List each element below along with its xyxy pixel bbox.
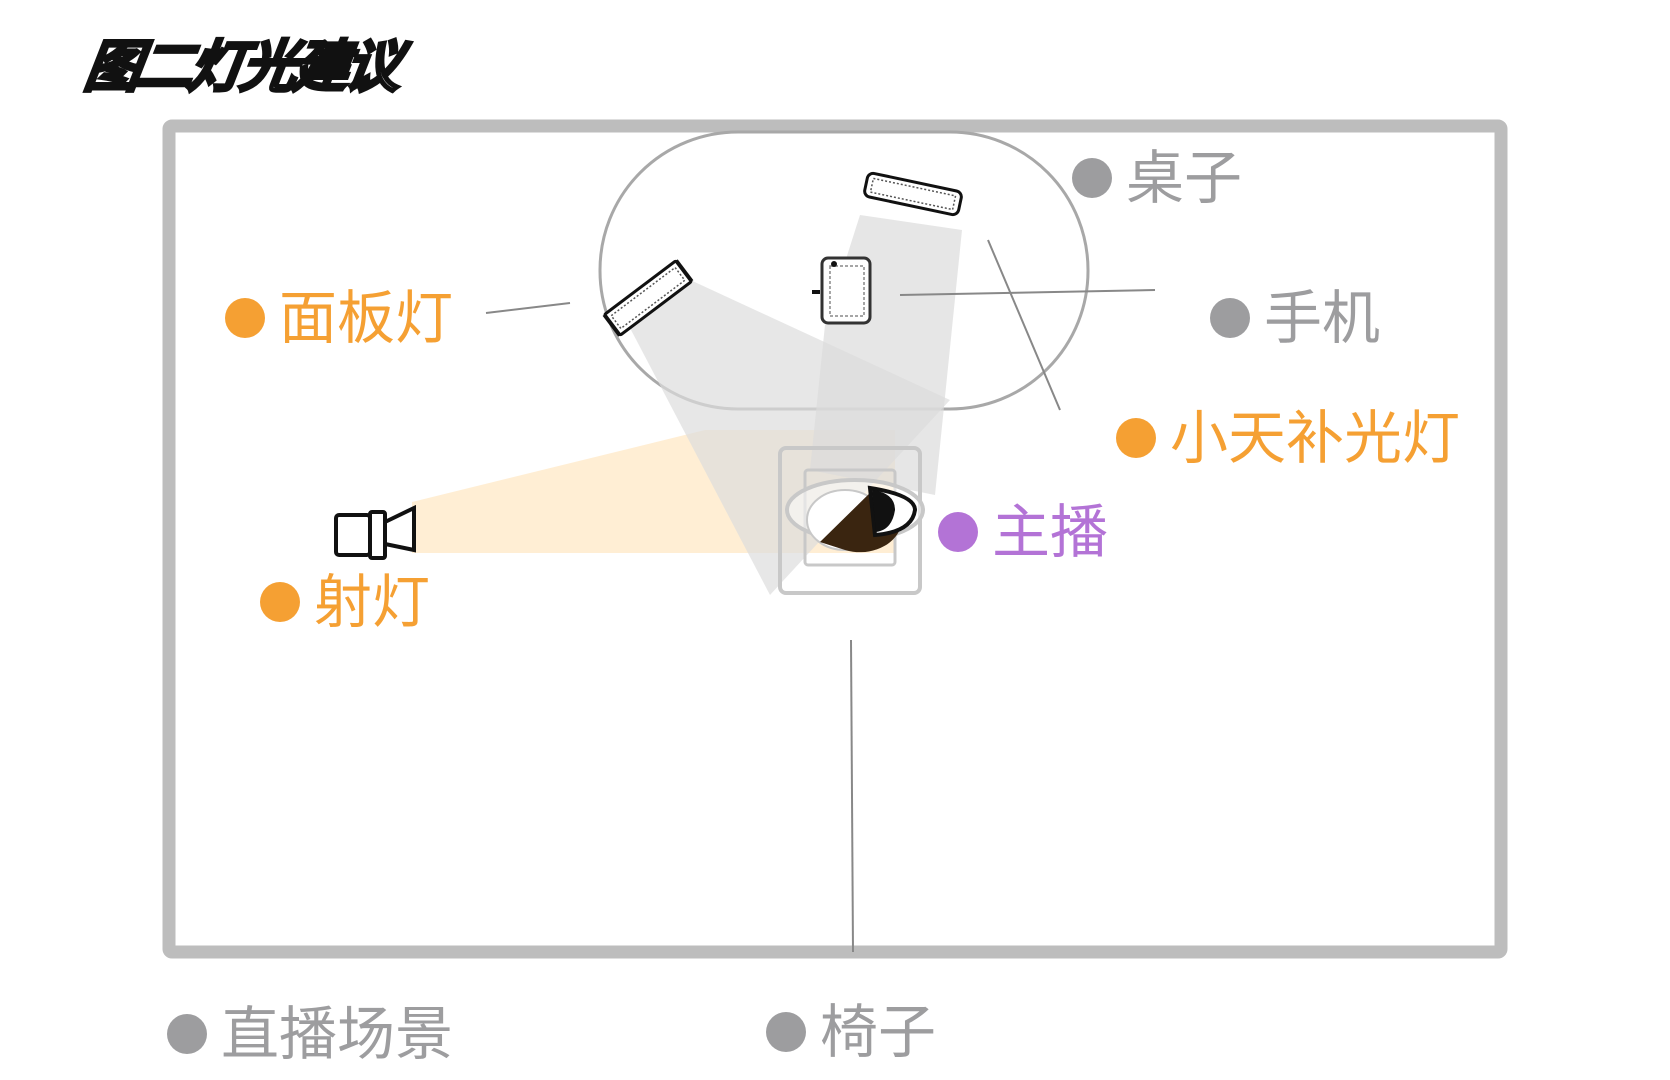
fill-light-label: 小天补光灯: [1170, 404, 1461, 472]
label-spotlight: 射灯: [260, 573, 430, 631]
page-title: 图二灯光建议: [79, 34, 403, 102]
spotlight-label: 射灯: [314, 568, 431, 636]
panel-light-device: [602, 259, 694, 337]
leader-phone: [899, 289, 1156, 296]
phone-device: [812, 256, 872, 325]
leader-chair: [850, 639, 854, 953]
scene-dot: [167, 1014, 207, 1054]
table-dot: [1072, 158, 1112, 198]
fill-light-device: [863, 171, 963, 217]
panel-light-label: 面板灯: [279, 284, 454, 352]
host-figure: [785, 478, 925, 553]
leader-fill-light: [987, 239, 1061, 411]
phone-dot: [1210, 298, 1250, 338]
phone-label: 手机: [1264, 284, 1381, 352]
scene-frame: [162, 119, 1508, 959]
label-table: 桌子: [1072, 149, 1242, 207]
panel-light-dot: [225, 298, 265, 338]
chair-dot: [766, 1012, 806, 1052]
scene-label: 直播场景: [221, 1000, 454, 1068]
fill-light-dot: [1116, 418, 1156, 458]
table-label: 桌子: [1126, 144, 1243, 212]
spotlight-device: [334, 504, 416, 560]
host-dot: [938, 512, 978, 552]
spotlight-dot: [260, 582, 300, 622]
chair-label: 椅子: [820, 998, 937, 1066]
label-host: 主播: [938, 503, 1108, 561]
leader-panel-light: [485, 302, 571, 314]
host-label: 主播: [992, 498, 1109, 566]
label-phone: 手机: [1210, 289, 1380, 347]
label-panel-light: 面板灯: [225, 289, 453, 347]
label-scene: 直播场景: [167, 1005, 453, 1063]
label-fill-light: 小天补光灯: [1116, 409, 1460, 467]
label-chair: 椅子: [766, 1003, 936, 1061]
panel-light-beam: [630, 278, 950, 595]
